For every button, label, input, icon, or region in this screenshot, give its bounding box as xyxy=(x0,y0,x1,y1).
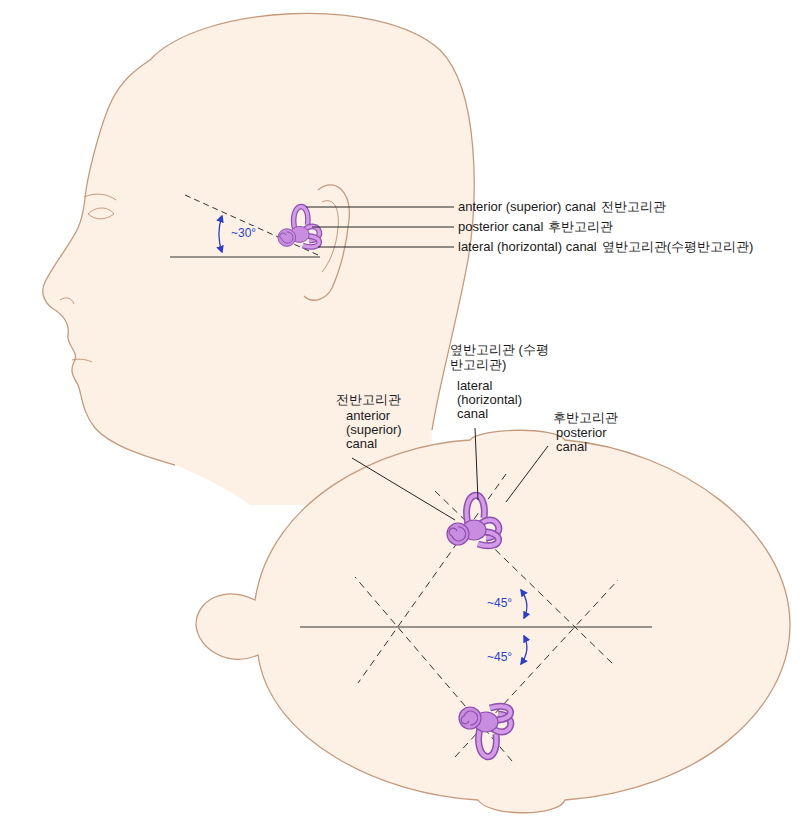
canal-label: 전반고리관 xyxy=(336,392,401,407)
canal-plane-lines xyxy=(355,474,618,761)
head-outline xyxy=(43,13,474,465)
midline xyxy=(300,627,652,628)
canal-label: posterior canal xyxy=(458,219,543,234)
leader-lines xyxy=(352,428,548,520)
canal-label: lateral (horizontal) canal xyxy=(457,379,529,421)
head-outline xyxy=(196,430,790,813)
canal-label: 전반고리관 xyxy=(601,199,666,214)
eyebrow xyxy=(84,194,116,200)
head-profile xyxy=(43,13,474,505)
angle-label: ~45° xyxy=(486,596,513,611)
canal-label: posterior canal xyxy=(556,426,618,454)
eye xyxy=(88,208,114,219)
labyrinth xyxy=(447,495,499,545)
canal-label: 후반고리관 xyxy=(548,219,613,234)
leader-lines xyxy=(306,207,454,247)
labyrinth xyxy=(459,706,511,756)
canal-label: anterior (superior) canal xyxy=(346,409,418,451)
canal-label: 옆반고리관 (수평반고리관) xyxy=(450,342,550,372)
canal-label: lateral (horizontal) canal xyxy=(458,239,597,254)
head-top-view xyxy=(196,430,790,813)
angle-arrow xyxy=(521,590,527,618)
angle-label: ~45° xyxy=(486,650,513,665)
canal-label: 후반고리관 xyxy=(553,410,618,425)
mouth xyxy=(72,359,92,362)
canal-plane-line xyxy=(185,195,318,255)
angle-arrow xyxy=(521,636,527,664)
canal-label: anterior (superior) canal xyxy=(458,199,596,214)
skin xyxy=(43,13,474,505)
ear-fold xyxy=(322,201,338,272)
horizontal-line xyxy=(170,257,320,258)
angle-arrow xyxy=(219,216,222,252)
angle-label: ~30° xyxy=(230,226,257,241)
canal-label: 옆반고리관(수평반고리관) xyxy=(602,239,754,254)
nostril xyxy=(60,298,74,304)
